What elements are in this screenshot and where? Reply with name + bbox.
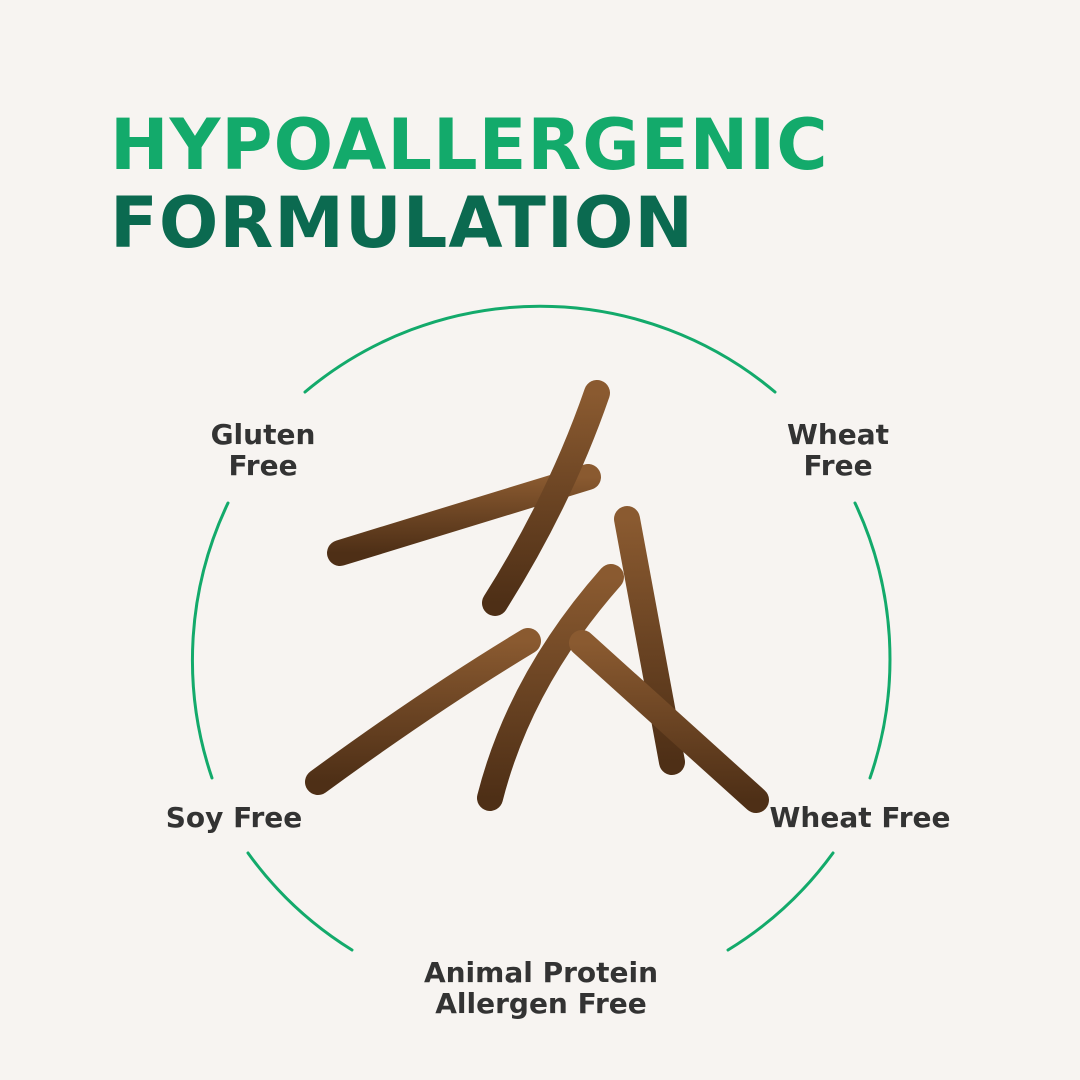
label-soy-free-text: Soy Free xyxy=(165,801,303,834)
ring-arc-bottom-left xyxy=(246,851,354,952)
label-soy-free: Soy Free xyxy=(154,802,314,833)
label-gluten-free: Gluten Free xyxy=(183,419,343,481)
headline: HYPOALLERGENIC FORMULATION xyxy=(110,110,829,266)
label-wheat-free-top-line-1: Wheat xyxy=(786,418,890,451)
headline-line-1: HYPOALLERGENIC xyxy=(110,104,829,186)
ring-arc-left xyxy=(190,501,230,780)
treat-sticks xyxy=(305,380,769,813)
label-gluten-free-line-2: Free xyxy=(228,449,298,482)
label-wheat-free-right: Wheat Free xyxy=(760,802,960,833)
circle-ring xyxy=(190,304,892,952)
ring-arc-top xyxy=(303,304,777,394)
treat-stick-upper-diagonal xyxy=(482,380,610,616)
treat-stick-lower-left xyxy=(305,628,541,795)
label-wheat-free-right-text: Wheat Free xyxy=(769,801,951,834)
ring-arc-bottom-right xyxy=(726,851,835,952)
label-animal-protein-line-1: Animal Protein xyxy=(423,956,659,989)
treat-stick-lower-right xyxy=(569,630,769,813)
label-animal-protein-allergen-free: Animal Protein Allergen Free xyxy=(400,957,682,1019)
label-animal-protein-line-2: Allergen Free xyxy=(435,987,647,1020)
label-wheat-free-top-line-2: Free xyxy=(803,449,873,482)
headline-line-2: FORMULATION xyxy=(110,182,694,264)
ring-arc-right xyxy=(853,501,892,780)
treat-stick-middle-curved xyxy=(477,564,624,811)
label-gluten-free-line-1: Gluten xyxy=(210,418,316,451)
label-wheat-free-top: Wheat Free xyxy=(758,419,918,481)
